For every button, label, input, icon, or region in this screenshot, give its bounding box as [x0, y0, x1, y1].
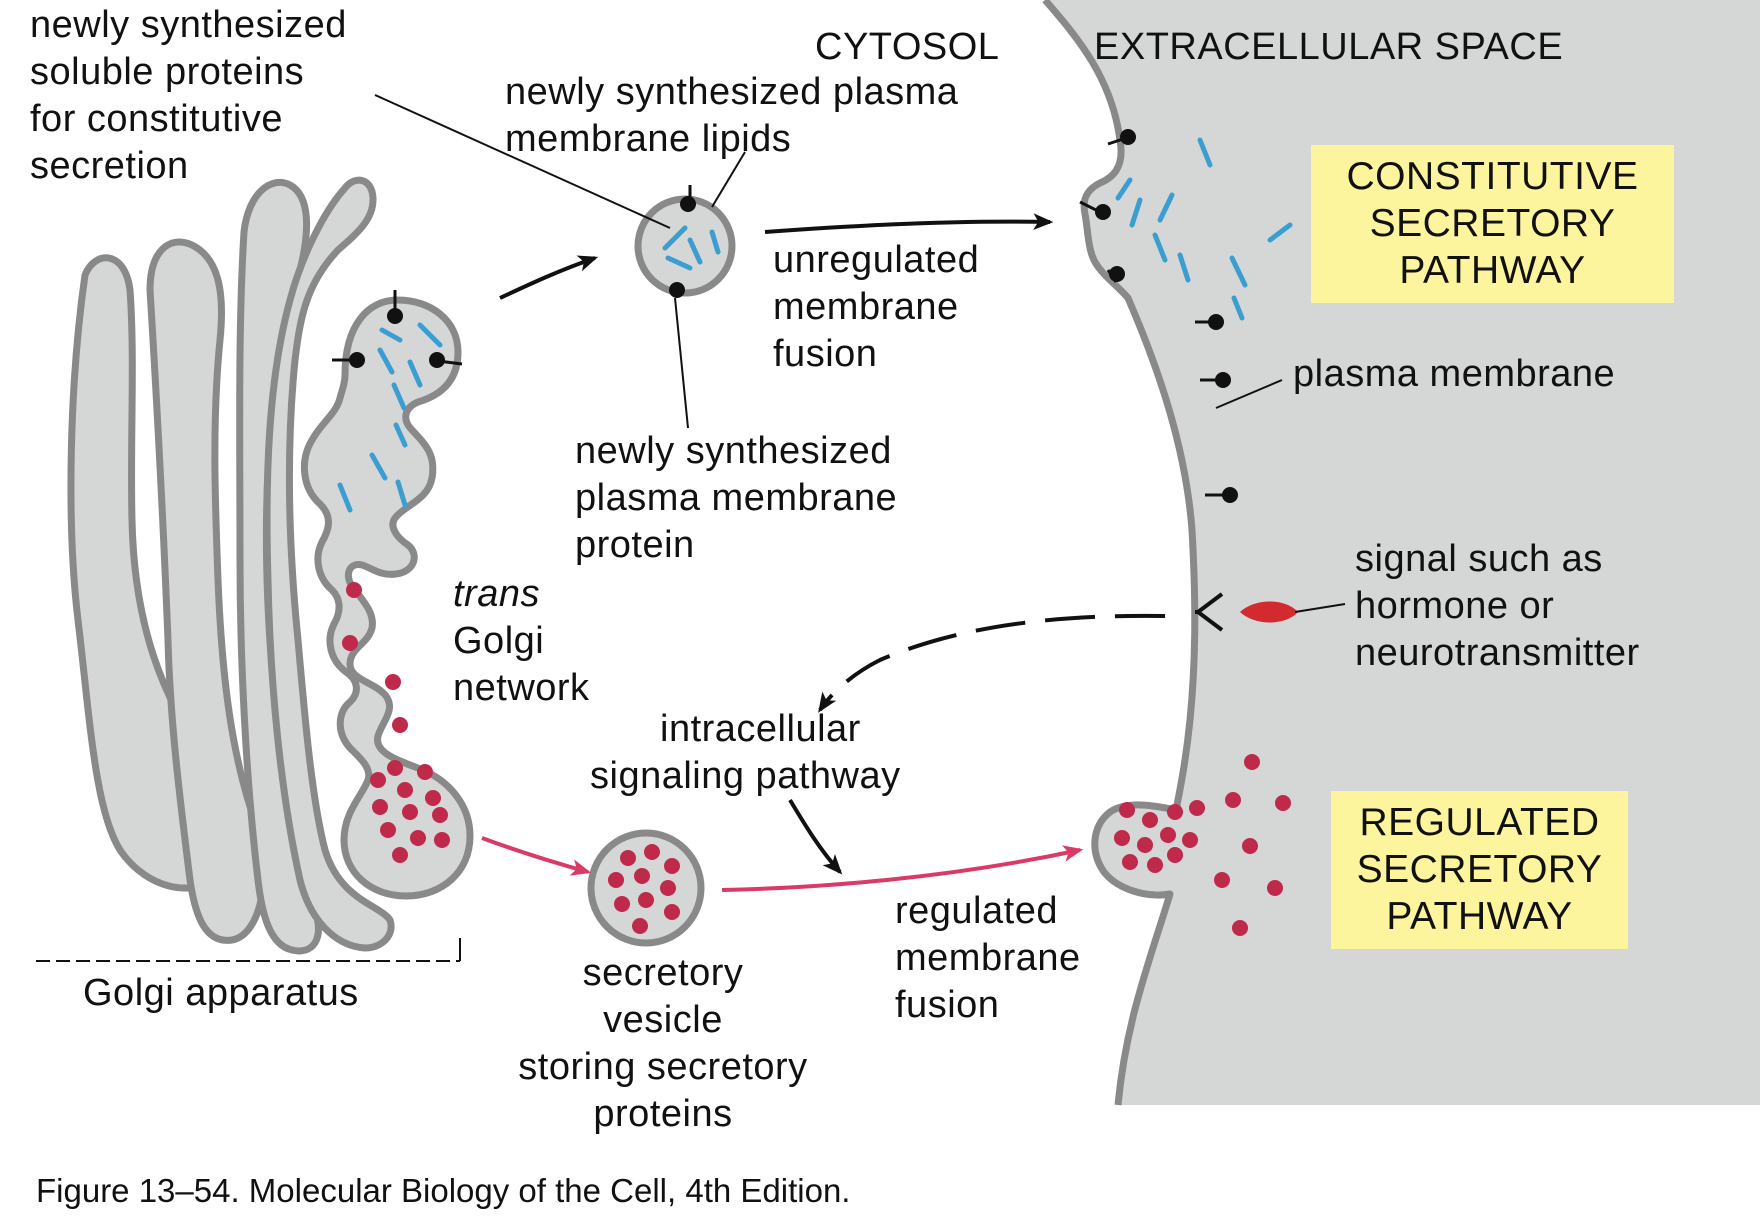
constitutive-line-3: PATHWAY — [1399, 249, 1586, 292]
regulated-line-3: PATHWAY — [1386, 895, 1573, 938]
label-tgn-line-2: network — [453, 667, 590, 709]
regulated-line-2: SECRETORY — [1356, 848, 1603, 891]
constitutive-box — [1311, 145, 1674, 303]
secreted-proteins-regulated — [1114, 754, 1291, 936]
soluble-proteins-tgn — [337, 322, 443, 513]
regulated-pathway-label: REGULATED SECRETORY PATHWAY — [1331, 799, 1628, 940]
label-membrane-lipids-line-1: newly synthesized plasma — [505, 71, 959, 113]
label-secretory-vesicle-line-1: secretory — [582, 952, 744, 994]
label-unregulated-fusion-line-1: unregulated — [773, 239, 980, 281]
label-membrane-lipids: newly synthesized plasma membrane lipids — [505, 69, 958, 163]
label-membrane-protein-line-1: newly synthesized — [575, 430, 892, 472]
constitutive-line-2: SECRETORY — [1369, 202, 1616, 245]
label-soluble-proteins-line-2: soluble proteins — [30, 51, 305, 93]
vesicle-protein-top — [680, 196, 696, 212]
label-secretory-vesicle-line-4: proteins — [593, 1093, 733, 1135]
label-golgi-apparatus: Golgi apparatus — [83, 972, 359, 1014]
golgi-cisterna-4 — [263, 176, 395, 952]
label-membrane-protein-line-3: protein — [575, 524, 695, 566]
label-regulated-fusion-line-2: membrane — [895, 937, 1081, 979]
label-secretory-vesicle-line-2: vesicle — [603, 999, 723, 1041]
arrow-regulated-fusion — [721, 845, 1084, 892]
label-intracellular-line-2: signaling pathway — [590, 755, 901, 797]
regulated-box — [1331, 791, 1628, 949]
label-soluble-proteins-line-1: newly synthesized — [30, 4, 347, 46]
label-trans-golgi-network: trans Golgi network — [453, 571, 590, 712]
label-regulated-fusion-line-1: regulated — [895, 890, 1058, 932]
leader-lines — [374, 94, 1346, 613]
label-regulated-fusion-line-3: fusion — [895, 984, 1000, 1026]
membrane-protein-dots-plasma — [1095, 129, 1238, 503]
label-plasma-membrane: plasma membrane — [1293, 353, 1616, 395]
arrow-unregulated-fusion — [764, 213, 1054, 234]
secretory-proteins-vesicle — [608, 844, 680, 934]
label-intracellular-signaling: intracellular signaling pathway — [590, 706, 901, 800]
vesicle-protein-bottom — [669, 282, 685, 298]
label-unregulated-fusion-line-2: membrane — [773, 286, 959, 328]
constitutive-line-1: CONSTITUTIVE — [1346, 155, 1639, 198]
label-secretory-vesicle: secretory vesicle storing secretory prot… — [478, 950, 848, 1138]
label-signal-line-3: neurotransmitter — [1355, 632, 1640, 674]
golgi-bracket — [36, 938, 461, 962]
membrane-protein-dots-tgn — [349, 308, 445, 368]
figure-caption: Figure 13–54. Molecular Biology of the C… — [36, 1172, 851, 1209]
arrow-signaling-to-fusion — [788, 798, 843, 875]
arrow-tgn-to-secretory — [481, 836, 592, 876]
label-signal: signal such as hormone or neurotransmitt… — [1355, 536, 1640, 677]
arrow-tgn-to-vesicle — [499, 255, 599, 300]
label-membrane-protein: newly synthesized plasma membrane protei… — [575, 428, 897, 569]
label-secretory-vesicle-line-3: storing secretory — [518, 1046, 808, 1088]
label-trans-italic: trans — [453, 573, 540, 615]
label-soluble-proteins-line-3: for constitutive — [30, 98, 283, 140]
trans-golgi-network — [300, 296, 474, 900]
regulated-line-1: REGULATED — [1359, 801, 1600, 844]
label-unregulated-fusion-line-3: fusion — [773, 333, 878, 375]
soluble-proteins-vesicle — [662, 225, 721, 271]
constitutive-pathway-label: CONSTITUTIVE SECRETORY PATHWAY — [1311, 153, 1674, 294]
label-regulated-fusion: regulated membrane fusion — [895, 888, 1081, 1029]
label-membrane-lipids-line-2: membrane lipids — [505, 118, 792, 160]
label-intracellular-line-1: intracellular — [660, 708, 861, 750]
label-soluble-proteins-line-4: secretion — [30, 145, 189, 187]
label-signal-line-2: hormone or — [1355, 585, 1555, 627]
plasma-membrane-line — [1042, 0, 1199, 1106]
fusion-site-soluble-proteins — [1115, 137, 1293, 321]
label-soluble-proteins: newly synthesized soluble proteins for c… — [30, 2, 347, 190]
label-tgn-line-1: Golgi — [453, 620, 545, 662]
label-unregulated-fusion: unregulated membrane fusion — [773, 237, 979, 378]
label-signal-line-1: signal such as — [1355, 538, 1603, 580]
region-extracellular: EXTRACELLULAR SPACE — [1094, 26, 1564, 68]
region-cytosol: CYTOSOL — [815, 26, 1000, 68]
arrow-signal-dashed — [818, 613, 1166, 713]
label-membrane-protein-line-2: plasma membrane — [575, 477, 898, 519]
secretory-proteins-tgn — [342, 582, 450, 863]
signal-molecule — [1240, 601, 1298, 623]
